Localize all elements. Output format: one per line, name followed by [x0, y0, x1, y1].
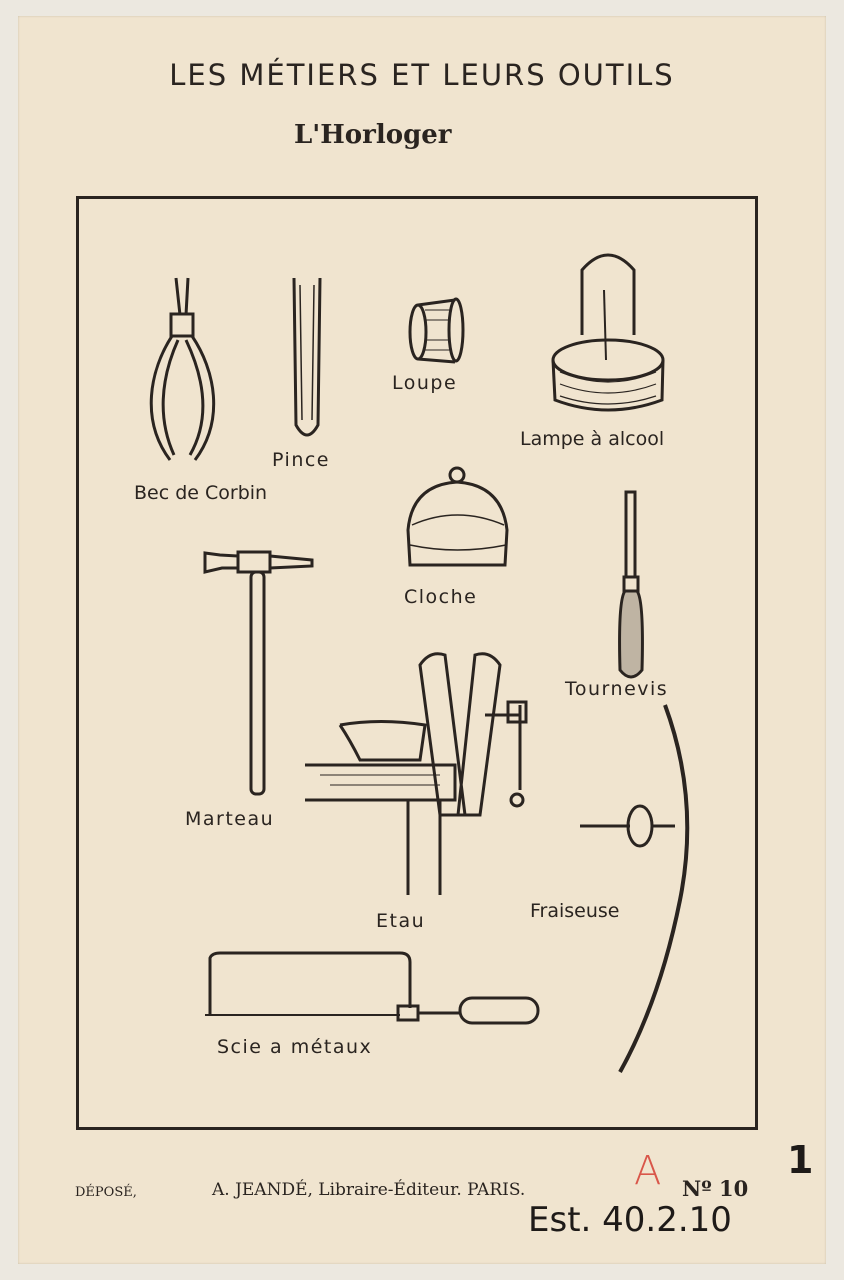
card — [18, 16, 826, 1264]
tournevis-illustration — [618, 490, 644, 679]
label-cloche: Cloche — [404, 586, 478, 608]
label-etau: Etau — [376, 910, 426, 932]
lampe-illustration — [551, 253, 665, 412]
page-title: LES MÉTIERS ET LEURS OUTILS — [169, 58, 675, 92]
hand-mark: 1 — [787, 1138, 814, 1182]
fraiseuse-illustration — [580, 704, 690, 1073]
cloche-illustration — [406, 466, 509, 567]
bec-de-corbin-illustration — [149, 277, 216, 461]
label-fraiseuse: Fraiseuse — [530, 900, 620, 922]
page-subtitle: L'Horloger — [294, 120, 452, 150]
label-marteau: Marteau — [185, 808, 275, 830]
red-mark: A — [634, 1148, 662, 1194]
loupe-illustration — [408, 297, 465, 364]
label-scie: Scie a métaux — [217, 1036, 373, 1058]
illustration-frame — [76, 196, 758, 1130]
label-lampe: Lampe à alcool — [520, 428, 665, 450]
etau-illustration — [305, 652, 528, 895]
label-bec-de-corbin: Bec de Corbin — [134, 482, 268, 504]
publisher-text: A. JEANDÉ, Libraire-Éditeur. PARIS. — [212, 1180, 526, 1200]
scie-illustration — [205, 951, 540, 1025]
label-loupe: Loupe — [392, 372, 458, 394]
card-number: Nº 10 — [682, 1176, 749, 1201]
label-pince: Pince — [272, 449, 330, 471]
marteau-illustration — [203, 550, 314, 796]
catalog-mark: Est. 40.2.10 — [528, 1200, 732, 1240]
label-tournevis: Tournevis — [565, 678, 669, 700]
depose-text: DÉPOSÉ, — [75, 1185, 137, 1200]
pince-illustration — [292, 277, 322, 437]
